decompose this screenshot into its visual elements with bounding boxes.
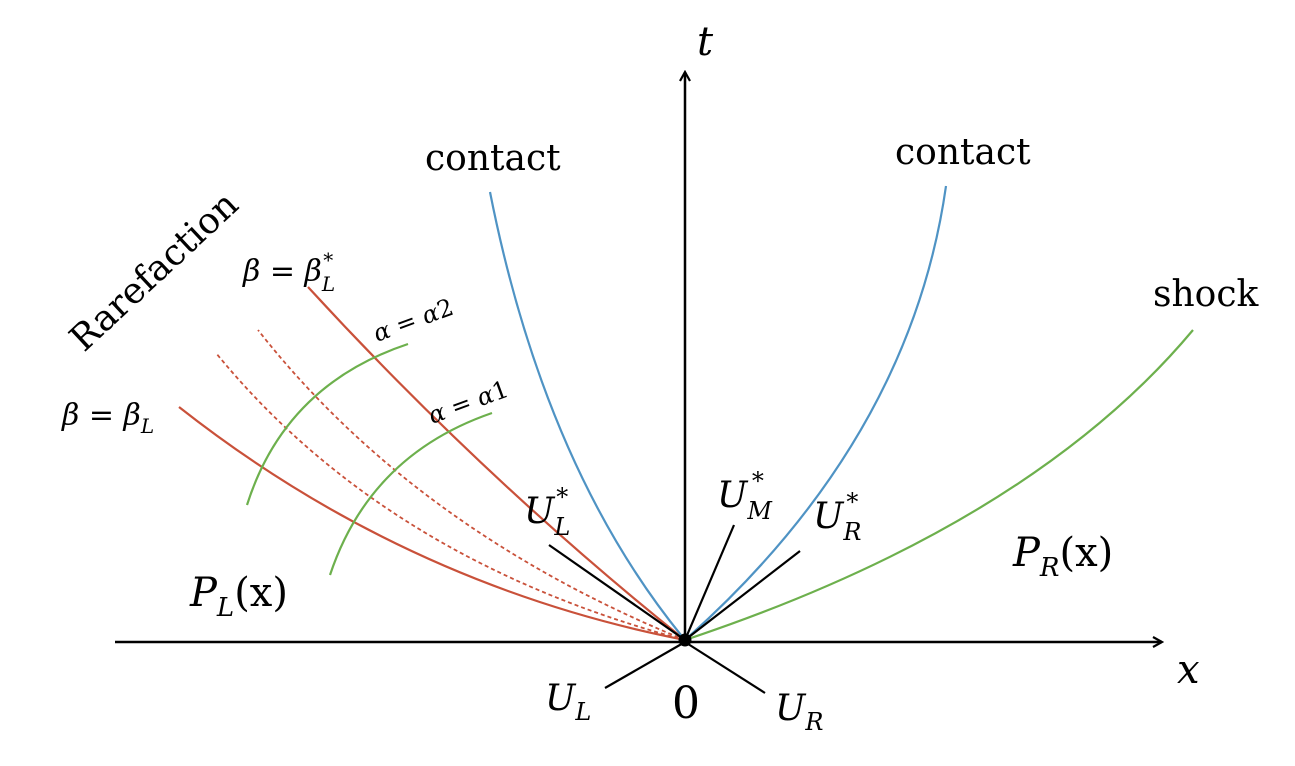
origin-point [678, 633, 692, 647]
contact-left-curve [488, 191, 686, 641]
u-m-star-ray [683, 524, 736, 641]
rarefaction-label: Rarefaction [62, 184, 246, 360]
contact-right-curve [684, 185, 948, 641]
rarefaction-beta-l-curve [178, 406, 686, 642]
shock-label: shock [1153, 274, 1259, 315]
u-r-star-ray [684, 550, 801, 641]
rarefaction-inner-curve-1 [215, 352, 686, 641]
u-r-label: UR [775, 688, 823, 736]
origin-label: 0 [672, 678, 700, 729]
beta-l-star-label: β = βL* [242, 248, 335, 296]
p-r-label: PR(x) [1012, 530, 1113, 583]
u-m-star-label: UM* [717, 467, 773, 525]
contact-left-label: contact [425, 138, 561, 179]
rarefaction-beta-l-star-curve [307, 286, 686, 641]
p-l-label: PL(x) [189, 570, 288, 623]
shock-curve [684, 329, 1194, 642]
alpha-1-curve [328, 411, 493, 576]
contact-right-label: contact [895, 132, 1031, 173]
alpha-2-curve [245, 342, 409, 506]
u-r-star-label: UR* [813, 488, 861, 546]
alpha-2-label: α = α2 [369, 293, 457, 348]
u-l-ray [604, 641, 686, 689]
t-axis-label: t [697, 19, 714, 65]
u-r-ray [684, 641, 766, 694]
beta-l-label: β = βL [61, 398, 154, 438]
u-l-star-ray [548, 544, 686, 641]
rarefaction-inner-curve-2 [257, 329, 686, 641]
x-axis-label: x [1177, 647, 1200, 693]
u-l-label: UL [545, 678, 591, 726]
u-l-star-label: UL* [524, 483, 570, 541]
